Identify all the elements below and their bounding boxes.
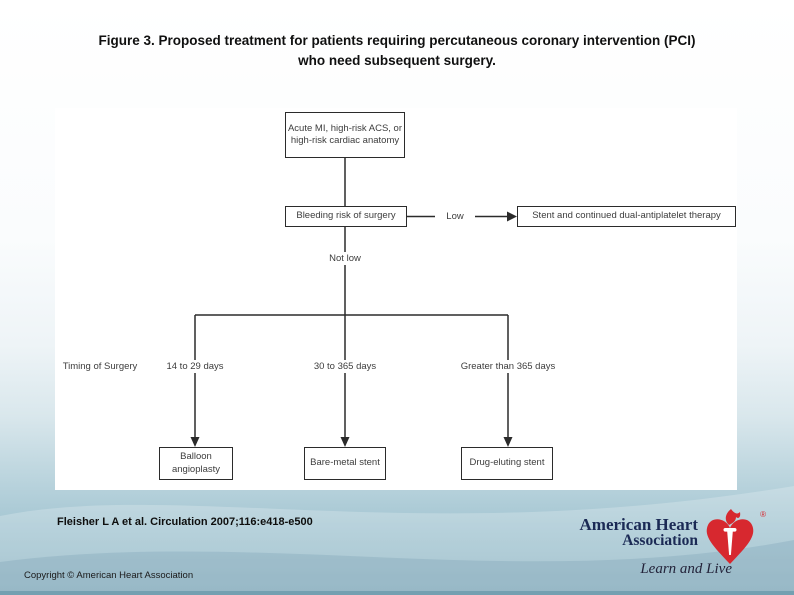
node-drug-eluting-stent: Drug-eluting stent <box>461 447 553 480</box>
title-line-2: who need subsequent surgery. <box>298 53 496 69</box>
copyright: Copyright © American Heart Association <box>24 570 194 581</box>
branch-label-greater-365-days: Greater than 365 days <box>451 360 565 373</box>
node-acute-mi-label: Acute MI, high-risk ACS, or high-risk ca… <box>287 122 403 146</box>
node-bare-metal-stent-label: Bare-metal stent <box>310 457 380 469</box>
label-timing-of-surgery: Timing of Surgery <box>55 360 145 373</box>
edge-label-not-low: Not low <box>317 252 373 265</box>
branch-label-30-365-days: 30 to 365 days <box>297 360 393 373</box>
aha-name-line1: American Heart <box>579 515 698 534</box>
aha-logo-text: American Heart Association <box>580 516 698 549</box>
node-acute-mi: Acute MI, high-risk ACS, or high-risk ca… <box>285 112 405 158</box>
heart-torch-icon <box>706 509 754 564</box>
branch-label-14-29-days: 14 to 29 days <box>150 360 240 373</box>
figure-panel: Acute MI, high-risk ACS, or high-risk ca… <box>55 108 737 490</box>
node-stent-dual-antiplatelet: Stent and continued dual-antiplatelet th… <box>517 206 736 227</box>
aha-name-line2: Association <box>622 532 698 549</box>
slide-bottom-edge <box>0 591 794 595</box>
node-bleeding-risk-label: Bleeding risk of surgery <box>296 210 396 222</box>
node-balloon-angioplasty-label: Balloon angioplasty <box>171 451 221 475</box>
node-bleeding-risk: Bleeding risk of surgery <box>285 206 407 227</box>
node-bare-metal-stent: Bare-metal stent <box>304 447 386 480</box>
edge-label-low: Low <box>435 210 475 223</box>
title-line-1: Figure 3. Proposed treatment for patient… <box>98 33 696 48</box>
slide-title: Figure 3. Proposed treatment for patient… <box>0 31 794 72</box>
citation: Fleisher L A et al. Circulation 2007;116… <box>57 516 313 528</box>
aha-logo: American Heart Association ® Learn and L… <box>580 508 770 588</box>
node-balloon-angioplasty: Balloon angioplasty <box>159 447 233 480</box>
flowchart-connectors <box>190 158 517 447</box>
aha-tagline: Learn and Live <box>640 561 732 577</box>
registered-trademark: ® <box>760 510 766 519</box>
node-stent-dual-antiplatelet-label: Stent and continued dual-antiplatelet th… <box>532 210 721 222</box>
node-drug-eluting-stent-label: Drug-eluting stent <box>469 457 545 469</box>
